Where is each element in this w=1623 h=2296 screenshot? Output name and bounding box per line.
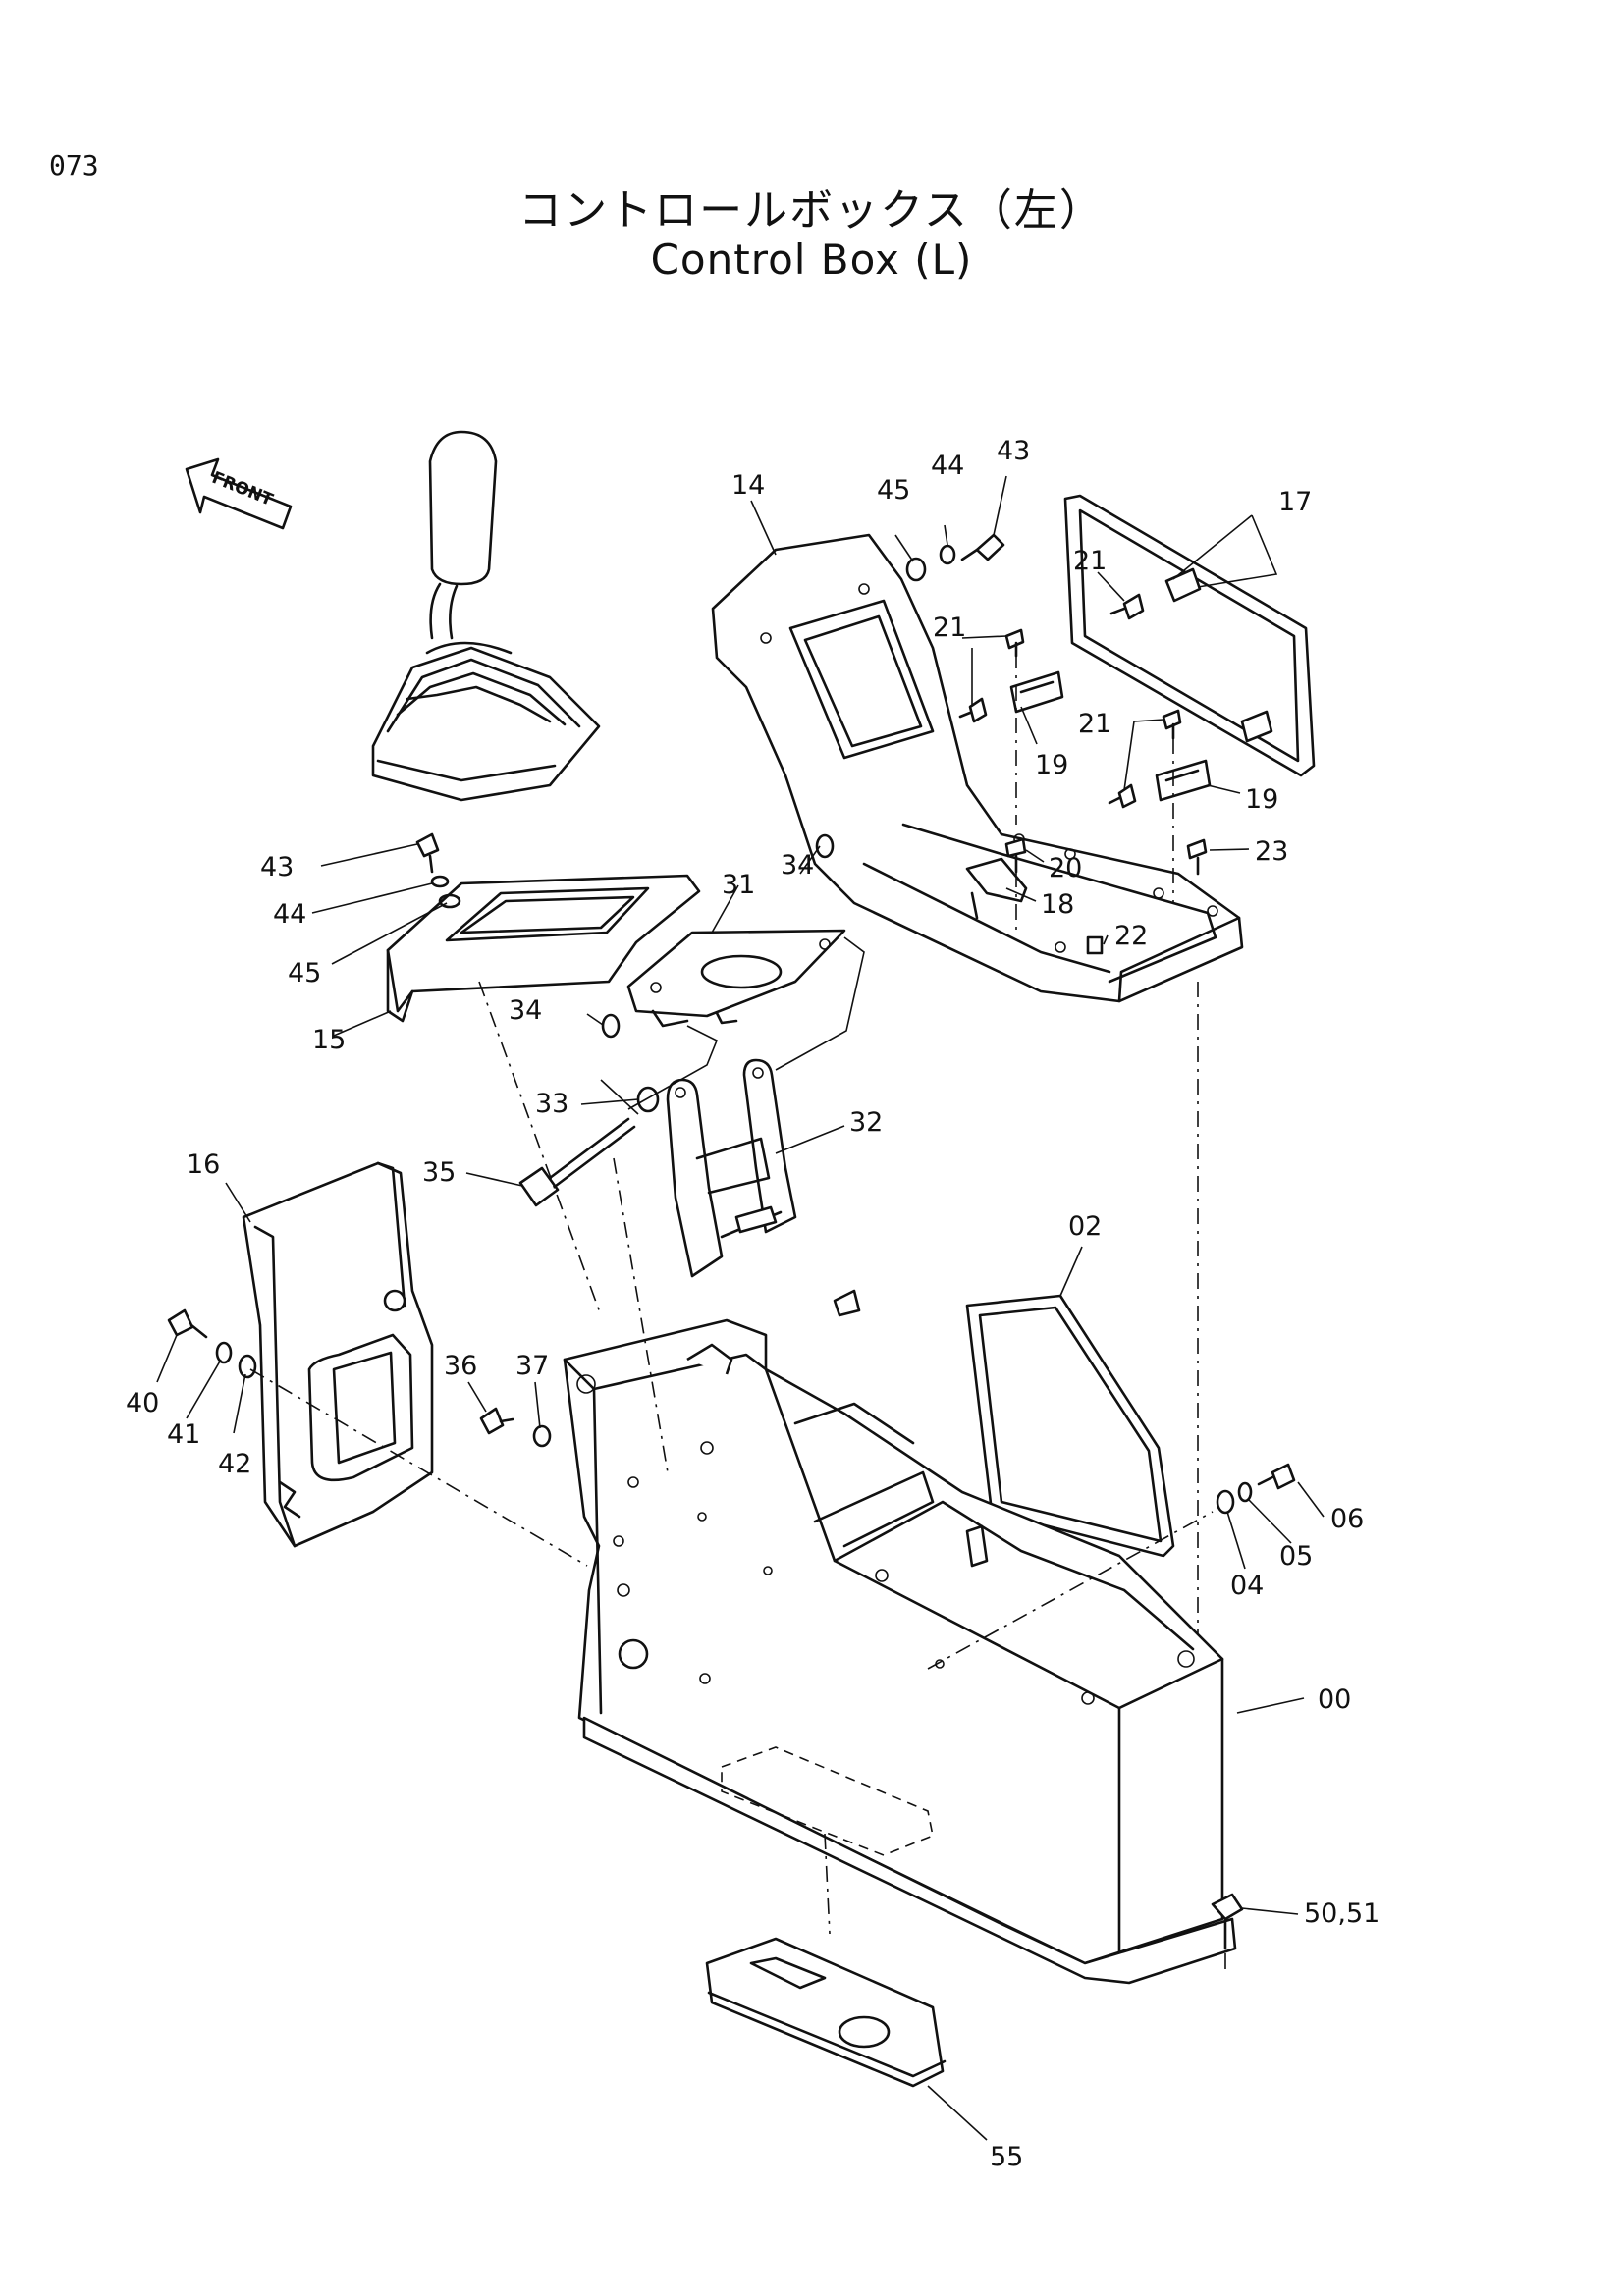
callout-42: 42 [218,1449,251,1479]
part-31-plate [626,929,846,1028]
callout-34a: 34 [781,850,814,881]
callout-14: 14 [731,470,765,501]
callout-18: 18 [1041,889,1074,920]
page-number: 073 [49,149,99,182]
callout-36: 36 [444,1351,477,1381]
title-japanese: コントロールボックス（左） [518,186,1105,236]
callout-00: 00 [1318,1684,1351,1715]
part-32-bracket [666,1058,797,1278]
callout-05: 05 [1279,1541,1313,1572]
callout-55: 55 [990,2142,1023,2172]
fasteners [167,533,1296,1950]
callout-22: 22 [1114,921,1148,951]
callout-15: 15 [312,1025,346,1055]
part-17-lid [1063,494,1316,777]
callout-35: 35 [422,1157,456,1188]
part-00-main-box [563,1289,1237,1985]
callout-19a: 19 [1035,750,1068,780]
callout-45a: 45 [877,475,910,506]
callout-43a: 43 [997,436,1030,466]
callout-34b: 34 [509,995,542,1026]
shift-lever-boot [371,430,601,802]
callout-04: 04 [1230,1571,1264,1601]
assembly-lines [249,653,1226,1973]
part-14-armrest [711,533,1244,1003]
callout-33: 33 [535,1089,568,1119]
callout-43b: 43 [260,852,294,882]
callout-45b: 45 [288,958,321,988]
front-arrow-icon: FRONT [185,457,293,530]
callout-21a: 21 [1073,546,1107,576]
callout-40: 40 [126,1388,159,1418]
callout-32: 32 [849,1107,883,1138]
leader-lines [156,475,1325,2141]
callout-37: 37 [515,1351,549,1381]
callout-19b: 19 [1245,784,1278,815]
part-55-mat [705,1937,947,2088]
callout-44b: 44 [273,899,306,930]
callout-41: 41 [167,1419,200,1450]
callout-21b: 21 [933,613,966,643]
callout-50-51: 50,51 [1304,1898,1380,1929]
callout-31: 31 [722,870,755,900]
callout-02: 02 [1068,1211,1102,1242]
title-english: Control Box (L) [650,236,973,284]
callout-44a: 44 [931,451,964,481]
callout-21c: 21 [1078,709,1111,739]
callout-20: 20 [1049,853,1082,883]
callout-23: 23 [1255,836,1288,867]
part-19-hinges [1009,670,1212,802]
part-16-side-panel [242,1161,434,1548]
callout-06: 06 [1330,1504,1364,1534]
callout-16: 16 [187,1149,220,1180]
callout-labels: 00 02 04 05 06 14 15 16 17 18 19 19 20 2… [126,436,1380,2172]
part-15-cover [386,874,701,1023]
callout-17: 17 [1278,487,1312,517]
